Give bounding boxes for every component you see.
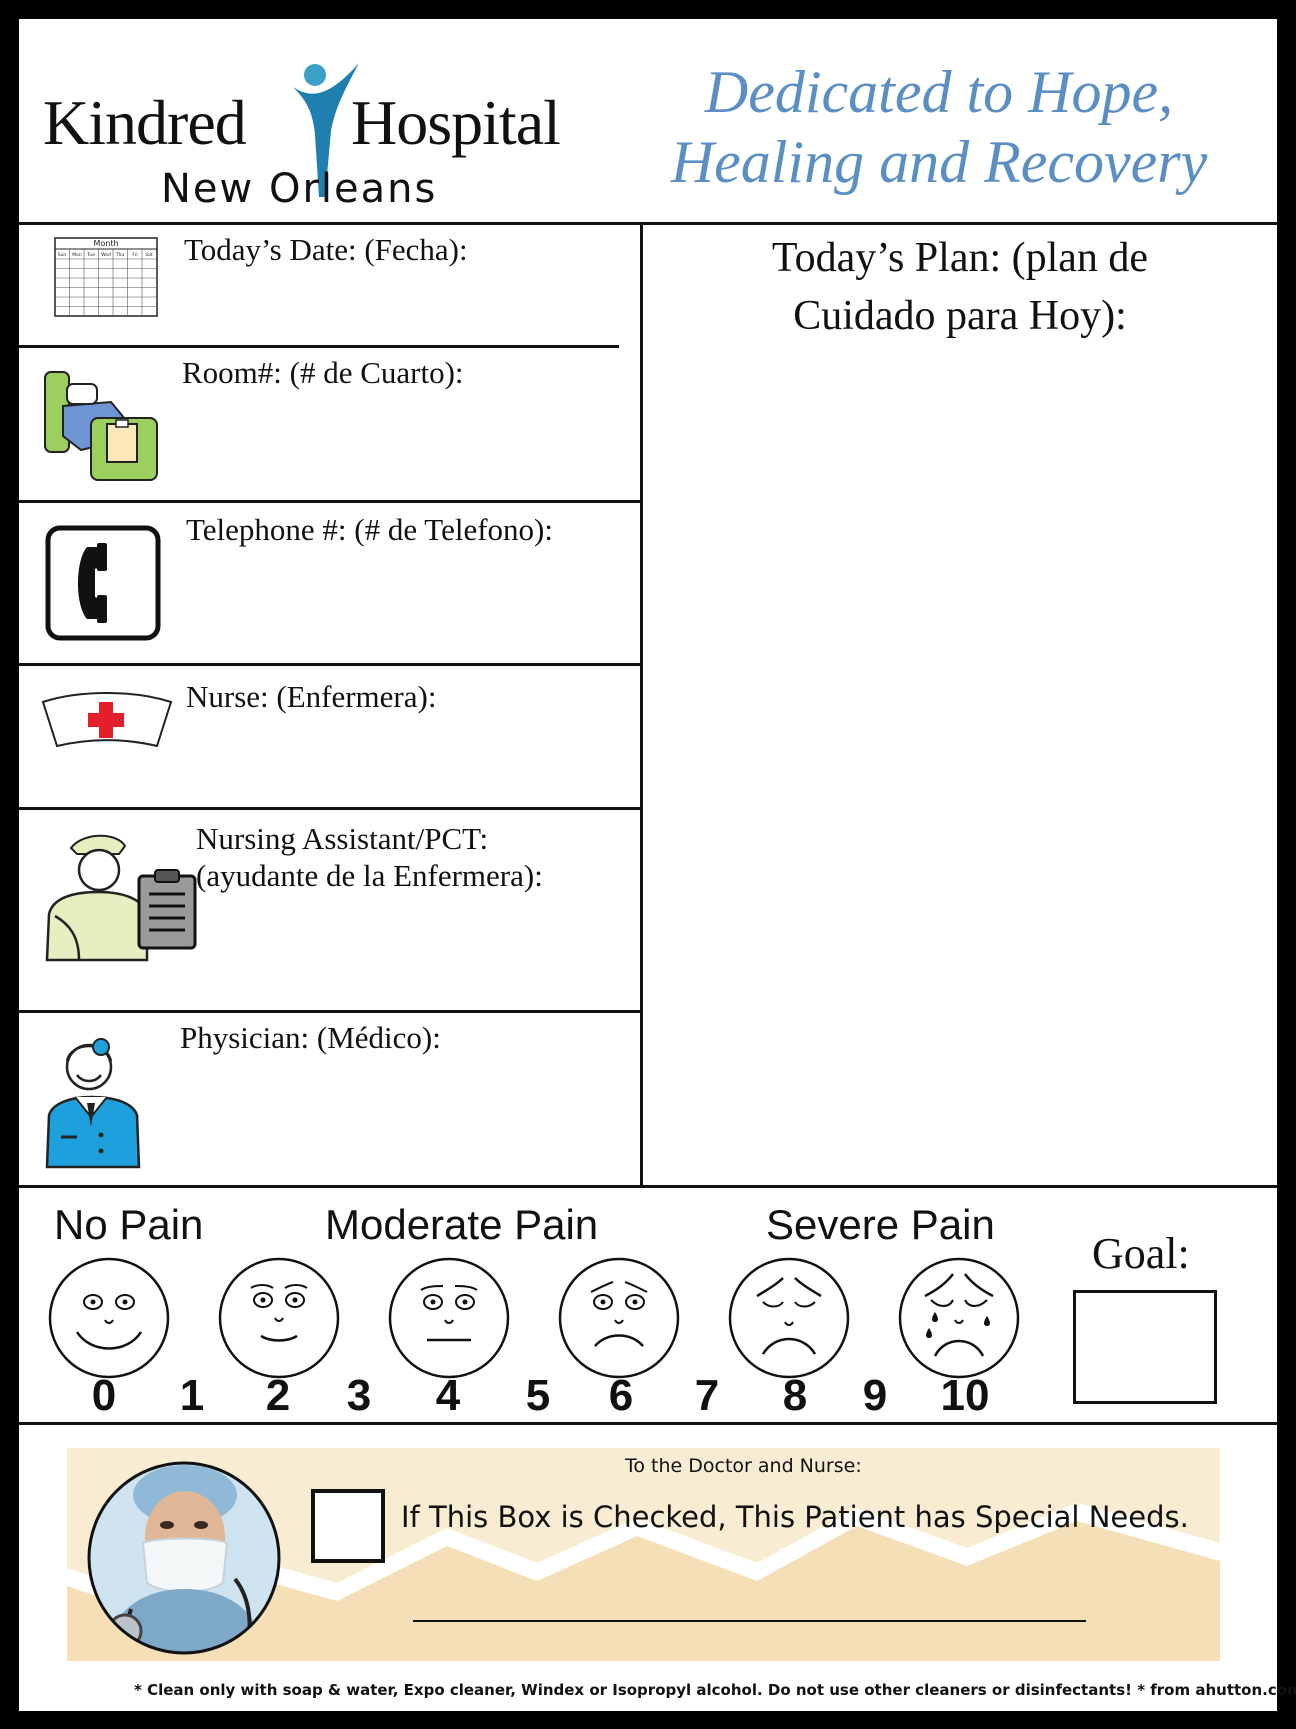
whiteboard: Kindred Hospital New Orleans Dedicated t…: [19, 19, 1296, 1711]
telephone-divider: [19, 663, 640, 666]
todays-plan: Today’s Plan: (plan de Cuidado para Hoy)…: [643, 229, 1277, 345]
assistant-label-line-1: Nursing Assistant/PCT:: [196, 821, 489, 856]
calendar-day-tue: Tue: [86, 252, 95, 258]
nurse-label: Nurse: (Enfermera):: [186, 679, 437, 714]
hospital-logo: Kindred Hospital New Orleans: [43, 49, 603, 224]
pain-face-4-icon: [388, 1257, 510, 1379]
physician-icon: [45, 1038, 141, 1169]
goal-box[interactable]: [1073, 1290, 1217, 1404]
doctor-photo: [87, 1461, 281, 1655]
pain-scale-number: 8: [782, 1371, 808, 1420]
pain-scale-number: 5: [525, 1371, 551, 1420]
pain-label-none: No Pain: [54, 1201, 204, 1248]
pain-scale-number: 0: [91, 1371, 117, 1420]
goal-label: Goal:: [1092, 1229, 1190, 1278]
pain-scale-number: 6: [608, 1371, 634, 1420]
logo-word-hospital: Hospital: [351, 87, 561, 158]
notice-message: If This Box is Checked, This Patient has…: [401, 1500, 1189, 1534]
calendar-day-thu: Thu: [115, 252, 125, 258]
calendar-icon: Month Sun Mon Tue Wed Thu: [54, 237, 158, 317]
assistant-row: Nursing Assistant/PCT: (ayudante de la E…: [19, 810, 640, 1010]
pain-scale-number: 9: [862, 1371, 888, 1420]
pain-face-6-icon: [558, 1257, 680, 1379]
assistant-label: Nursing Assistant/PCT: (ayudante de la E…: [196, 820, 543, 894]
calendar-day-sat: Sat: [145, 252, 153, 258]
pain-scale-number: 4: [435, 1371, 461, 1420]
assistant-divider: [19, 1010, 640, 1013]
telephone-row: Telephone #: (# de Telefono):: [19, 503, 640, 663]
pain-face-0-icon: [48, 1257, 170, 1379]
calendar-day-sun: Sun: [58, 252, 67, 258]
pain-face-10-icon: [898, 1257, 1020, 1379]
logo-word-kindred: Kindred: [43, 87, 247, 158]
fields-bottom-divider: [19, 1185, 1277, 1188]
nurse-row: Nurse: (Enfermera):: [19, 666, 640, 806]
room-label: Room#: (# de Cuarto):: [182, 355, 464, 390]
telephone-label: Telephone #: (# de Telefono):: [186, 512, 553, 547]
logo-subtitle: New Orleans: [161, 166, 438, 212]
tagline-line-1: Dedicated to Hope,: [704, 59, 1174, 125]
hospital-bed-icon: [44, 371, 158, 481]
pain-scale-number: 1: [179, 1371, 205, 1420]
pain-scale-number: 7: [694, 1371, 720, 1420]
column-divider: [640, 222, 643, 1185]
calendar-month-label: Month: [93, 239, 118, 248]
special-needs-checkbox[interactable]: [311, 1489, 385, 1563]
physician-row: Physician: (Médico):: [19, 1013, 640, 1185]
calendar-day-fri: Fri: [132, 252, 137, 258]
tagline-line-2: Healing and Recovery: [670, 129, 1208, 195]
room-divider: [19, 500, 640, 503]
room-row: Room#: (# de Cuarto):: [19, 348, 640, 500]
assistant-label-line-2: (ayudante de la Enfermera):: [196, 858, 543, 894]
pain-bottom-divider: [19, 1422, 1277, 1425]
nursing-assistant-icon: [45, 834, 197, 962]
notice-heading: To the Doctor and Nurse:: [625, 1455, 862, 1477]
calendar-day-mon: Mon: [72, 252, 82, 258]
plan-label-line-2: Cuidado para Hoy):: [793, 293, 1127, 339]
date-label: Today’s Date: (Fecha):: [184, 232, 468, 267]
date-row: Month Sun Mon Tue Wed Thu: [19, 225, 640, 334]
pain-scale: No Pain Moderate Pain Severe Pain: [19, 1188, 1277, 1434]
nurse-cap-icon: [41, 692, 173, 748]
pain-scale-number: 2: [265, 1371, 291, 1420]
pain-scale-number: 3: [346, 1371, 372, 1420]
tagline: Dedicated to Hope, Healing and Recovery: [619, 57, 1259, 197]
telephone-icon: [45, 525, 161, 641]
date-divider: [19, 345, 619, 348]
pain-label-severe: Severe Pain: [766, 1201, 995, 1248]
footer-note: * Clean only with soap & water, Expo cle…: [134, 1681, 1296, 1699]
pain-label-moderate: Moderate Pain: [325, 1201, 599, 1248]
logo-figure-icon: [293, 63, 359, 197]
plan-label-line-1: Today’s Plan: (plan de: [771, 235, 1149, 281]
physician-label: Physician: (Médico):: [180, 1020, 441, 1055]
pain-face-8-icon: [728, 1257, 850, 1379]
nurse-divider: [19, 807, 640, 810]
signature-line: [413, 1620, 1086, 1622]
pain-face-2-icon: [218, 1257, 340, 1379]
calendar-day-wed: Wed: [101, 252, 111, 258]
pain-scale-number: 10: [940, 1371, 990, 1420]
header-divider: [19, 222, 1277, 225]
